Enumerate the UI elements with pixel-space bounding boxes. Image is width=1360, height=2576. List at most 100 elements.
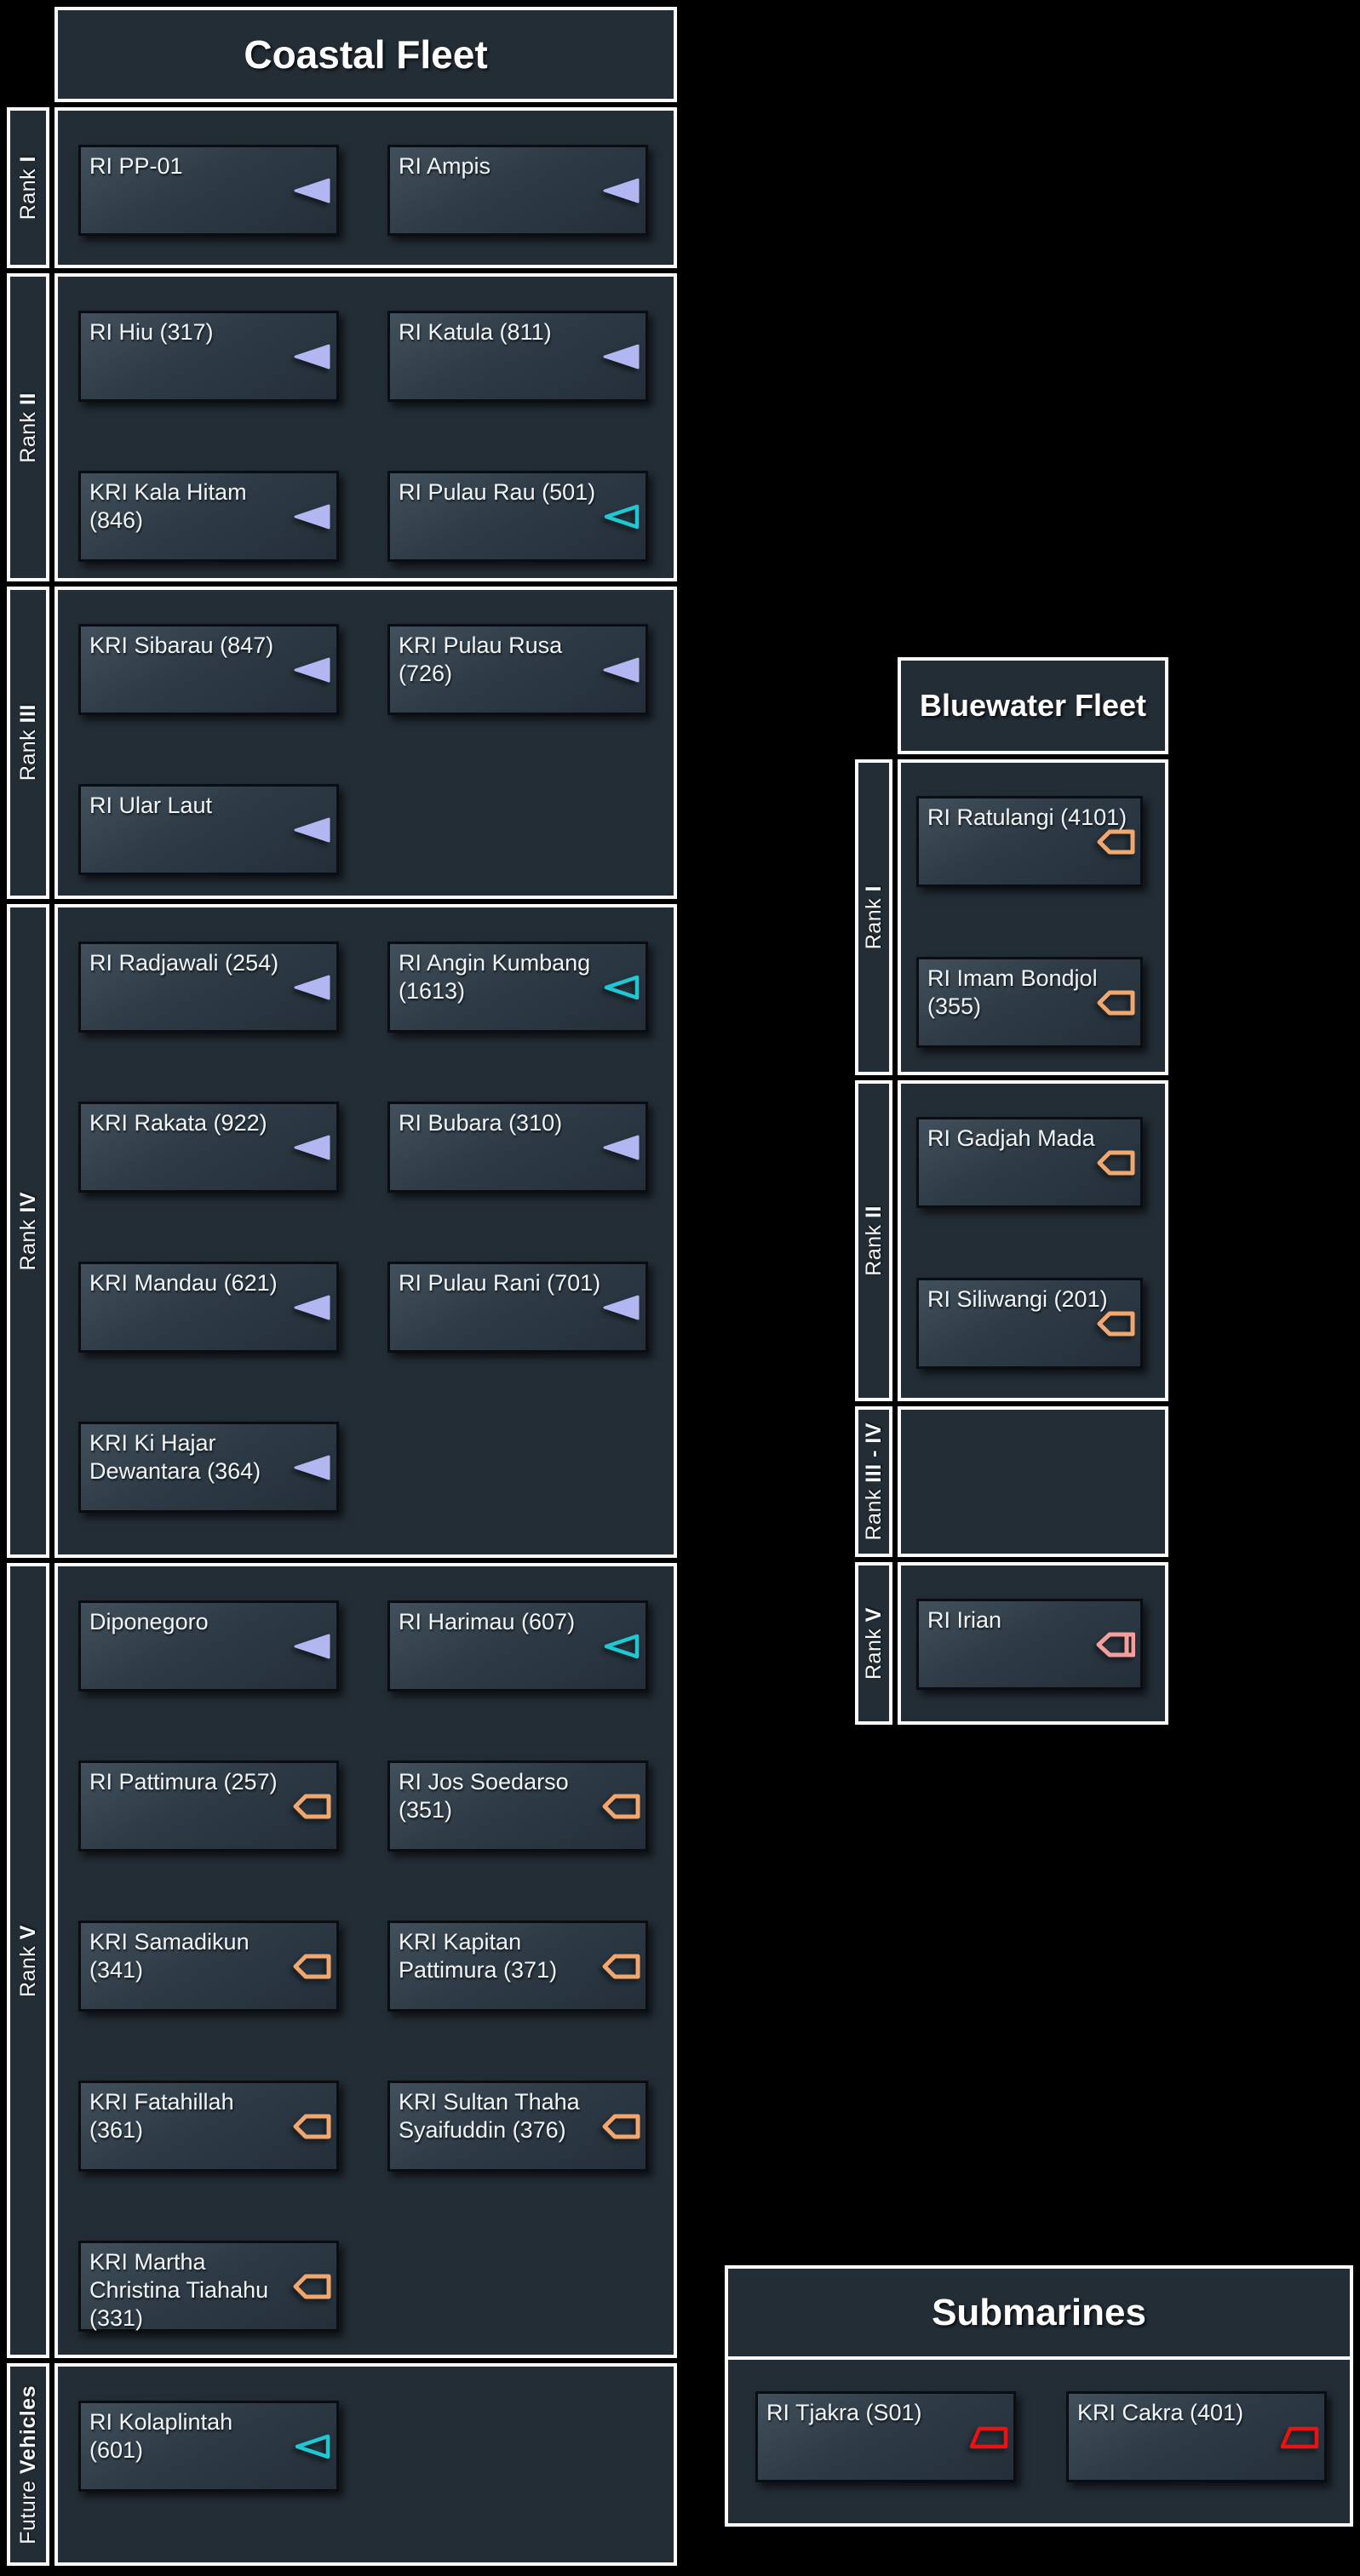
frigate-icon — [601, 2113, 640, 2140]
ship-card-ri-irian[interactable]: RI Irian — [916, 1599, 1143, 1690]
coastal-rank-ii-cards: RI Hiu (317) RI Katula (811) KRI Kala Hita… — [55, 273, 677, 581]
ship-card-ri-gadjah-mada[interactable]: RI Gadjah Mada — [916, 1117, 1143, 1208]
ship-card-kri-ki-hajar-dewantara-364[interactable]: KRI Ki Hajar Dewantara (364) — [78, 1422, 339, 1513]
boat-icon — [292, 1294, 331, 1321]
ship-name: RI Irian — [927, 1607, 1002, 1633]
ship-card-ri-ratulangi-4101[interactable]: RI Ratulangi (4101) — [916, 796, 1143, 887]
ship-name: KRI Samadikun (341) — [89, 1929, 250, 1983]
ship-card-ri-ampis[interactable]: RI Ampis — [387, 145, 648, 236]
ship-card-kri-sibarau-847[interactable]: KRI Sibarau (847) — [78, 624, 339, 715]
ship-name: RI Pulau Rau (501) — [399, 479, 596, 505]
coastal-rank-i-cards: RI PP-01 RI Ampis — [55, 107, 677, 268]
ship-card-kri-fatahillah-361[interactable]: KRI Fatahillah (361) — [78, 2081, 339, 2172]
ship-card-ri-angin-kumbang-1613[interactable]: RI Angin Kumbang (1613) — [387, 942, 648, 1033]
ship-name: KRI Fatahillah (361) — [89, 2089, 234, 2143]
rank-label-rank-iv: Rank IV — [7, 904, 49, 1558]
ship-card-ri-imam-bondjol-355[interactable]: RI Imam Bondjol (355) — [916, 957, 1143, 1048]
frigate-icon — [292, 2273, 331, 2300]
ship-name: RI PP-01 — [89, 153, 183, 179]
ship-name: RI Harimau (607) — [399, 1609, 576, 1634]
boat-icon — [292, 1134, 331, 1161]
bluewater-rank-iii-iv-cards — [898, 1406, 1168, 1557]
ship-name: RI Kolaplintah (601) — [89, 2409, 233, 2463]
coastal-rank-iii-cards: KRI Sibarau (847) KRI Pulau Rusa (726) RI … — [55, 587, 677, 899]
boat-icon — [292, 656, 331, 684]
bluewater-rank-v-cards: RI Irian — [898, 1562, 1168, 1725]
rank-label-future-vehicles: Future Vehicles — [7, 2363, 49, 2566]
frigate-icon — [601, 1953, 640, 1980]
ship-card-kri-mandau-621[interactable]: KRI Mandau (621) — [78, 1262, 339, 1353]
ship-card-kri-kapitan-pattimura-371[interactable]: KRI Kapitan Pattimura (371) — [387, 1921, 648, 2012]
boat-icon — [601, 656, 640, 684]
ship-card-ri-ular-laut[interactable]: RI Ular Laut — [78, 784, 339, 875]
frigate-icon — [601, 1793, 640, 1820]
premium-boat-icon — [292, 2433, 331, 2460]
ship-card-ri-katula-811[interactable]: RI Katula (811) — [387, 311, 648, 402]
ship-name: KRI Sibarau (847) — [89, 633, 274, 658]
ship-name: RI Pulau Rani (701) — [399, 1270, 601, 1296]
ship-card-ri-hiu-317[interactable]: RI Hiu (317) — [78, 311, 339, 402]
ship-card-ri-bubara-310[interactable]: RI Bubara (310) — [387, 1102, 648, 1193]
boat-icon — [292, 1454, 331, 1481]
boat-icon — [292, 177, 331, 204]
submarines-panel: Submarines RI Tjakra (S01) KRI Cakra (401… — [725, 2265, 1353, 2527]
ship-name: RI Ampis — [399, 153, 491, 179]
ship-card-diponegoro[interactable]: Diponegoro — [78, 1600, 339, 1692]
ship-card-ri-pulau-rani-701[interactable]: RI Pulau Rani (701) — [387, 1262, 648, 1353]
boat-icon — [292, 816, 331, 844]
ship-card-ri-siliwangi-201[interactable]: RI Siliwangi (201) — [916, 1278, 1143, 1369]
ship-name: RI Katula (811) — [399, 319, 552, 345]
boat-icon — [601, 343, 640, 370]
boat-icon — [292, 974, 331, 1001]
ship-name: KRI Kapitan Pattimura (371) — [399, 1929, 558, 1983]
premium-boat-icon — [601, 1633, 640, 1660]
ship-card-ri-kolaplintah-601[interactable]: RI Kolaplintah (601) — [78, 2401, 339, 2492]
ship-card-kri-pulau-rusa-726[interactable]: KRI Pulau Rusa (726) — [387, 624, 648, 715]
frigate-icon — [292, 1793, 331, 1820]
ship-card-ri-pattimura-257[interactable]: RI Pattimura (257) — [78, 1760, 339, 1852]
ship-name: KRI Sultan Thaha Syaifuddin (376) — [399, 2089, 580, 2143]
submarines-cards: RI Tjakra (S01) KRI Cakra (401) — [728, 2360, 1350, 2482]
submarine-icon — [969, 2424, 1008, 2451]
boat-icon — [292, 503, 331, 530]
ship-card-kri-cakra-401[interactable]: KRI Cakra (401) — [1066, 2391, 1327, 2482]
frigate-icon — [1096, 1310, 1135, 1337]
ship-card-kri-martha-christina-tiahahu-331[interactable]: KRI Martha Christina Tiahahu (331) — [78, 2241, 339, 2332]
ship-name: RI Hiu (317) — [89, 319, 214, 345]
ship-name: Diponegoro — [89, 1609, 209, 1634]
rank-label-rank-v: Rank V — [7, 1563, 49, 2358]
submarines-title: Submarines — [728, 2269, 1350, 2360]
ship-card-ri-pp-01[interactable]: RI PP-01 — [78, 145, 339, 236]
ship-name: RI Ratulangi (4101) — [927, 804, 1128, 830]
ship-card-kri-samadikun-341[interactable]: KRI Samadikun (341) — [78, 1921, 339, 2012]
ship-card-kri-kala-hitam-846[interactable]: KRI Kala Hitam (846) — [78, 471, 339, 562]
ship-name: KRI Kala Hitam (846) — [89, 479, 247, 533]
rank-label-rank-i: Rank I — [7, 107, 49, 268]
bluewater-rank-ii-cards: RI Gadjah Mada RI Siliwangi (201) — [898, 1080, 1168, 1401]
ship-card-ri-jos-soedarso-351[interactable]: RI Jos Soedarso (351) — [387, 1760, 648, 1852]
ship-name: KRI Rakata (922) — [89, 1110, 267, 1136]
ship-name: RI Imam Bondjol (355) — [927, 965, 1098, 1019]
premium-boat-icon — [601, 503, 640, 530]
rank-label-rank-ii: Rank II — [855, 1080, 892, 1401]
ship-name: KRI Cakra (401) — [1077, 2400, 1244, 2425]
ship-card-kri-rakata-922[interactable]: KRI Rakata (922) — [78, 1102, 339, 1193]
ship-card-ri-radjawali-254[interactable]: RI Radjawali (254) — [78, 942, 339, 1033]
rank-label-rank-v: Rank V — [855, 1562, 892, 1725]
ship-card-ri-tjakra-s01[interactable]: RI Tjakra (S01) — [755, 2391, 1016, 2482]
ship-name: KRI Ki Hajar Dewantara (364) — [89, 1430, 261, 1484]
rank-label-rank-ii: Rank II — [7, 273, 49, 581]
cruiser-icon — [1096, 1631, 1136, 1658]
boat-icon — [601, 1134, 640, 1161]
coastal-fleet-title: Coastal Fleet — [55, 7, 677, 102]
boat-icon — [601, 177, 640, 204]
ship-card-ri-harimau-607[interactable]: RI Harimau (607) — [387, 1600, 648, 1692]
frigate-icon — [292, 1953, 331, 1980]
ship-name: KRI Pulau Rusa (726) — [399, 633, 563, 686]
ship-card-ri-pulau-rau-501[interactable]: RI Pulau Rau (501) — [387, 471, 648, 562]
ship-card-kri-sultan-thaha-syaifuddin-376[interactable]: KRI Sultan Thaha Syaifuddin (376) — [387, 2081, 648, 2172]
bluewater-rank-i-cards: RI Ratulangi (4101) RI Imam Bondjol (355) — [898, 759, 1168, 1075]
ship-name: RI Bubara (310) — [399, 1110, 563, 1136]
premium-boat-icon — [601, 974, 640, 1001]
